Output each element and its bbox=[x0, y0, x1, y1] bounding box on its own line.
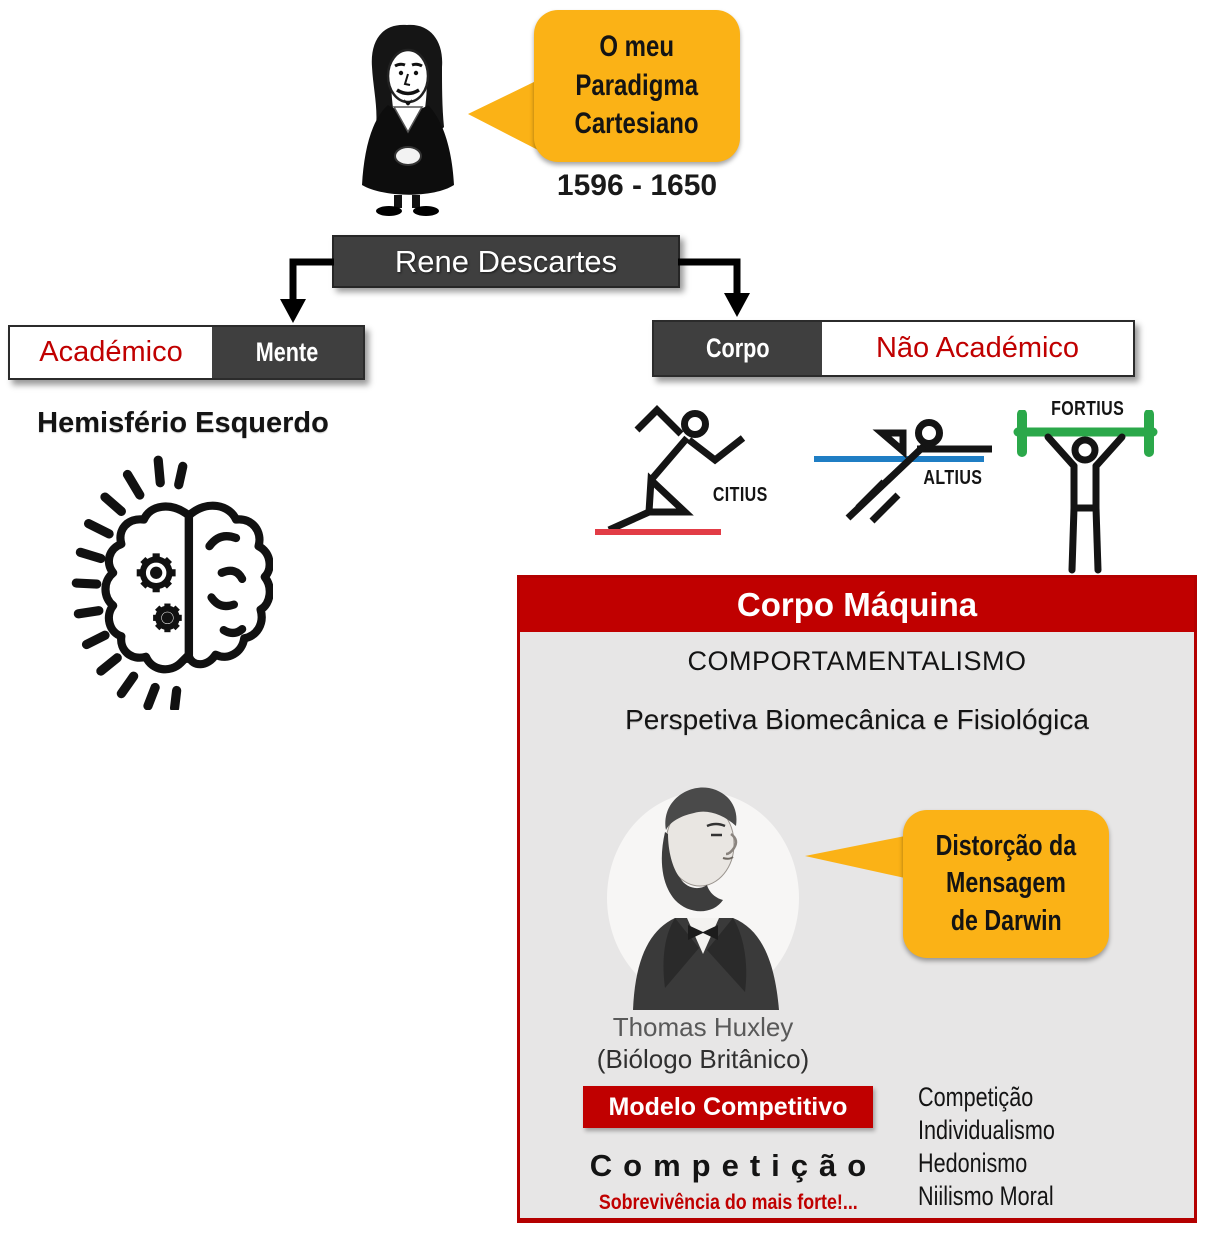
weightlifter-icon bbox=[1008, 410, 1163, 575]
bubble-line: de Darwin bbox=[950, 904, 1062, 937]
huxley-portrait bbox=[603, 778, 803, 1010]
speech-bubble-darwin: Distorção da Mensagem de Darwin bbox=[903, 810, 1109, 958]
value-item: Hedonismo bbox=[918, 1148, 1028, 1178]
high-jump-icon bbox=[812, 402, 997, 524]
descartes-caricature-icon bbox=[342, 18, 472, 220]
tagline-sobrevivencia: Sobrevivência do mais forte!... bbox=[598, 1191, 858, 1214]
citius-label: CITIUS bbox=[713, 484, 769, 506]
fortius-label: FORTIUS bbox=[1050, 398, 1125, 420]
date-range: 1596 - 1650 bbox=[556, 169, 718, 202]
runner-icon bbox=[593, 398, 773, 538]
branch-box-body: Corpo Não Académico bbox=[652, 320, 1135, 377]
hemisphere-label: Hemisfério Esquerdo bbox=[37, 406, 329, 439]
bubble-line: O meu bbox=[599, 30, 675, 64]
keyword-competicao: Competição bbox=[589, 1148, 878, 1183]
corpo-maquina-panel: Corpo Máquina COMPORTAMENTALISMO Perspet… bbox=[517, 575, 1197, 1223]
huxley-name: Thomas Huxley bbox=[612, 1012, 794, 1042]
label-mente: Mente bbox=[212, 327, 363, 378]
speech-bubble-tail-icon bbox=[468, 80, 538, 150]
bubble-line: Cartesiano bbox=[574, 107, 700, 141]
category-nao-academico: Não Académico bbox=[822, 322, 1133, 375]
huxley-caption: (Biólogo Britânico) bbox=[596, 1044, 810, 1074]
speech-bubble-descartes: O meu Paradigma Cartesiano bbox=[534, 10, 740, 162]
value-item: Individualismo bbox=[918, 1115, 1055, 1145]
brain-icon bbox=[68, 452, 273, 710]
bubble-line: Distorção da bbox=[935, 830, 1077, 863]
connector-arrows-icon bbox=[280, 258, 750, 323]
value-item: Niilismo Moral bbox=[918, 1181, 1054, 1211]
modelo-competitivo-badge: Modelo Competitivo bbox=[583, 1086, 873, 1128]
label-corpo: Corpo bbox=[654, 322, 822, 375]
category-academico: Académico bbox=[10, 327, 212, 378]
bubble-line: Paradigma bbox=[575, 68, 699, 102]
subtitle-perspetiva: Perspetiva Biomecânica e Fisiológica bbox=[625, 704, 1089, 735]
speech-bubble-tail-icon bbox=[805, 836, 905, 878]
branch-box-mind: Académico Mente bbox=[8, 325, 365, 380]
values-list: Competição Individualismo Hedonismo Niil… bbox=[918, 1081, 1178, 1213]
bubble-line: Mensagem bbox=[946, 867, 1066, 900]
subtitle-comportamentalismo: COMPORTAMENTALISMO bbox=[687, 646, 1027, 676]
value-item: Competição bbox=[918, 1082, 1034, 1112]
root-box: Rene Descartes bbox=[332, 235, 680, 288]
panel-title: Corpo Máquina bbox=[520, 578, 1194, 632]
altius-label: ALTIUS bbox=[923, 467, 983, 489]
